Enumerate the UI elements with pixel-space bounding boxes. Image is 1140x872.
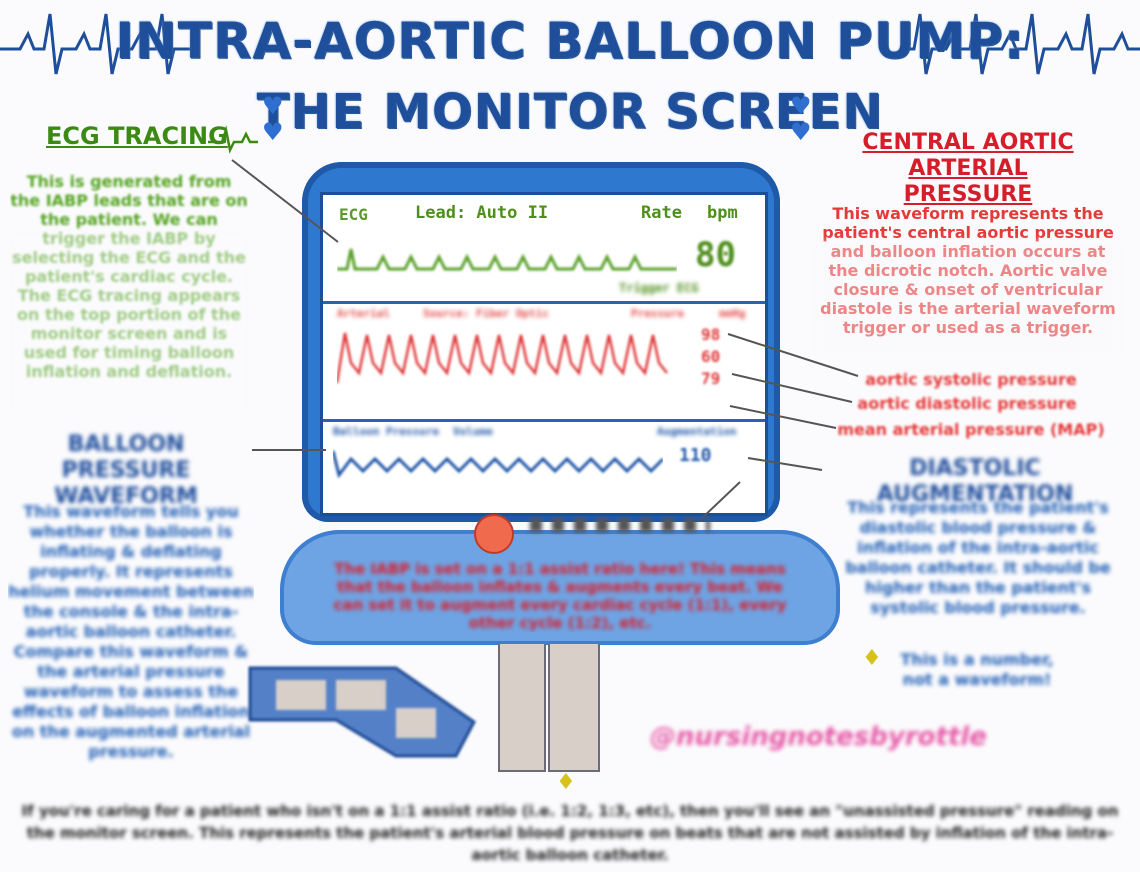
screen-volume-label: Volume xyxy=(453,425,493,438)
screen-ecg-waveform xyxy=(337,248,677,271)
console-note-text: The IABP is set on a 1:1 assist ratio he… xyxy=(333,560,787,632)
screen-arterial-header: Arterial xyxy=(337,307,390,320)
panel-divider xyxy=(323,301,765,304)
screen-augmentation-label: Augmentation xyxy=(657,425,737,438)
aortic-diastolic-label: aortic diastolic pressure xyxy=(857,394,1077,413)
console-note: The IABP is set on a 1:1 assist ratio he… xyxy=(330,560,790,632)
aortic-systolic-label: aortic systolic pressure xyxy=(865,370,1077,389)
screen-systolic-value: 98 xyxy=(701,325,721,344)
arterial-description: This waveform represents the patient's c… xyxy=(818,204,1118,354)
screen-map-value: 79 xyxy=(701,369,721,388)
balloon-description: This waveform tells you whether the ball… xyxy=(8,502,254,794)
screen-lead-label: Lead: Auto II xyxy=(415,203,549,223)
signature: @nursingnotesbyrottle xyxy=(650,722,987,752)
ecg-wave-icon xyxy=(208,125,258,154)
screen-pressure-label: Pressure xyxy=(631,307,684,320)
monitor-screen: ECG Lead: Auto II Rate bpm 80 Trigger EC… xyxy=(320,192,768,516)
screen-trigger-label: Trigger ECG xyxy=(619,281,699,295)
arterial-description-text: This waveform represents the patient's c… xyxy=(820,204,1116,337)
monitor-stand xyxy=(498,644,546,772)
screen-arterial-source: Source: Fiber Optic xyxy=(423,307,549,320)
page-subtitle: THE MONITOR SCREEN xyxy=(256,84,884,140)
ecg-decoration-left xyxy=(0,13,190,75)
catheter-tray xyxy=(248,666,476,758)
heart-icon: ♥ xyxy=(790,92,812,120)
lightbulb-icon: ♦ xyxy=(862,646,882,671)
screen-arterial-waveform xyxy=(337,332,668,384)
arterial-heading-line1: CENTRAL AORTIC ARTERIAL xyxy=(862,130,1074,181)
monitor-console xyxy=(280,530,840,645)
augmentation-note: This is a number, not a waveform! xyxy=(900,650,1054,689)
screen-bpm-label: bpm xyxy=(707,203,738,223)
ecg-description-text: This is generated from the IABP leads th… xyxy=(10,172,248,381)
footer-note: If you're caring for a patient who isn't… xyxy=(21,802,1119,864)
arterial-heading: CENTRAL AORTIC ARTERIAL PRESSURE xyxy=(808,130,1128,208)
heart-icon: ♥ xyxy=(790,118,812,146)
console-buttons xyxy=(530,518,710,532)
lightbulb-icon: ♦ xyxy=(556,770,576,795)
console-dial-icon xyxy=(474,514,514,554)
mean-arterial-pressure-label: mean arterial pressure (MAP) xyxy=(837,420,1105,439)
screen-rate-label: Rate xyxy=(641,203,682,223)
screen-ecg-label: ECG xyxy=(339,205,368,224)
ecg-blur-overlay xyxy=(10,230,250,414)
screen-balloon-header: Balloon Pressure xyxy=(333,425,439,438)
panel-divider xyxy=(323,419,765,422)
screen-diastolic-value: 60 xyxy=(701,347,721,366)
page-title: INTRA-AORTIC BALLOON PUMP: xyxy=(115,12,1025,70)
screen-augmentation-value: 110 xyxy=(679,445,712,466)
balloon-description-text: This waveform tells you whether the ball… xyxy=(8,502,254,761)
screen-mmhg-label: mmHg xyxy=(719,307,746,320)
ecg-heading: ECG TRACING xyxy=(46,122,228,150)
arterial-heading-line2: PRESSURE xyxy=(903,182,1033,207)
ecg-decoration-right xyxy=(900,13,1140,75)
heart-icon: ♥ xyxy=(262,118,284,146)
augmentation-heading: DIASTOLIC AUGMENTATION xyxy=(876,456,1074,507)
balloon-heading: BALLOON PRESSURE WAVEFORM xyxy=(54,432,198,509)
screen-balloon-waveform xyxy=(333,450,663,479)
screen-rate-value: 80 xyxy=(695,235,736,275)
arterial-blur-overlay xyxy=(818,240,1118,356)
augmentation-description: This represents the patient's diastolic … xyxy=(836,498,1120,636)
heart-icon: ♥ xyxy=(262,92,284,120)
augmentation-description-text: This represents the patient's diastolic … xyxy=(845,498,1111,617)
monitor-stand xyxy=(548,644,600,772)
ecg-description: This is generated from the IABP leads th… xyxy=(10,172,248,412)
